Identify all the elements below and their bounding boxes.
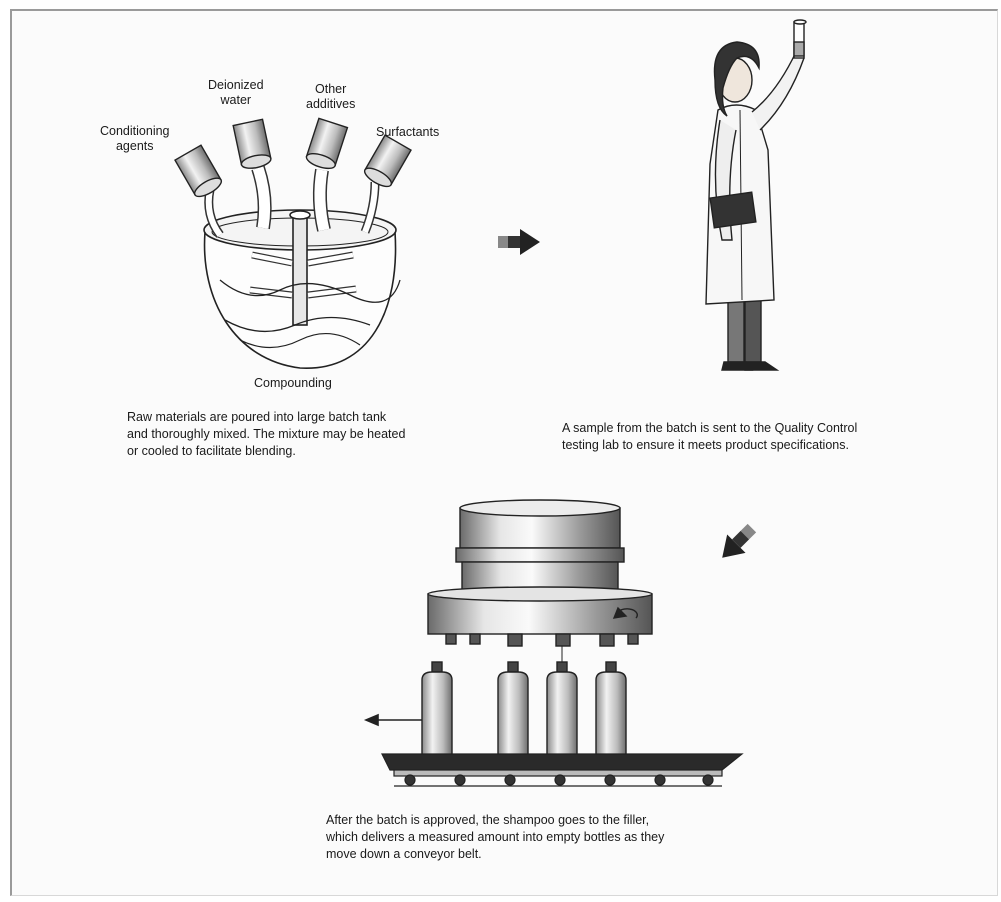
label-compounding: Compounding [254, 376, 332, 391]
bottles [422, 662, 626, 760]
conveyor-direction-arrow-icon [366, 715, 428, 725]
caption-compounding: Raw materials are poured into large batc… [127, 409, 507, 460]
conveyor-belt [382, 754, 742, 786]
label-conditioning-agents: Conditioning agents [100, 124, 170, 154]
batch-tank [204, 168, 400, 368]
caption-filling: After the batch is approved, the shampoo… [326, 812, 766, 863]
arrow-right-icon [498, 229, 540, 255]
caption-quality-control: A sample from the batch is sent to the Q… [562, 420, 962, 454]
label-deionized-water: Deionized water [208, 78, 264, 108]
filler-machine [428, 500, 652, 662]
label-surfactants: Surfactants [376, 125, 439, 140]
label-other-additives: Other additives [306, 82, 355, 112]
lab-technician [706, 20, 806, 370]
arrow-down-left-icon [713, 519, 761, 567]
